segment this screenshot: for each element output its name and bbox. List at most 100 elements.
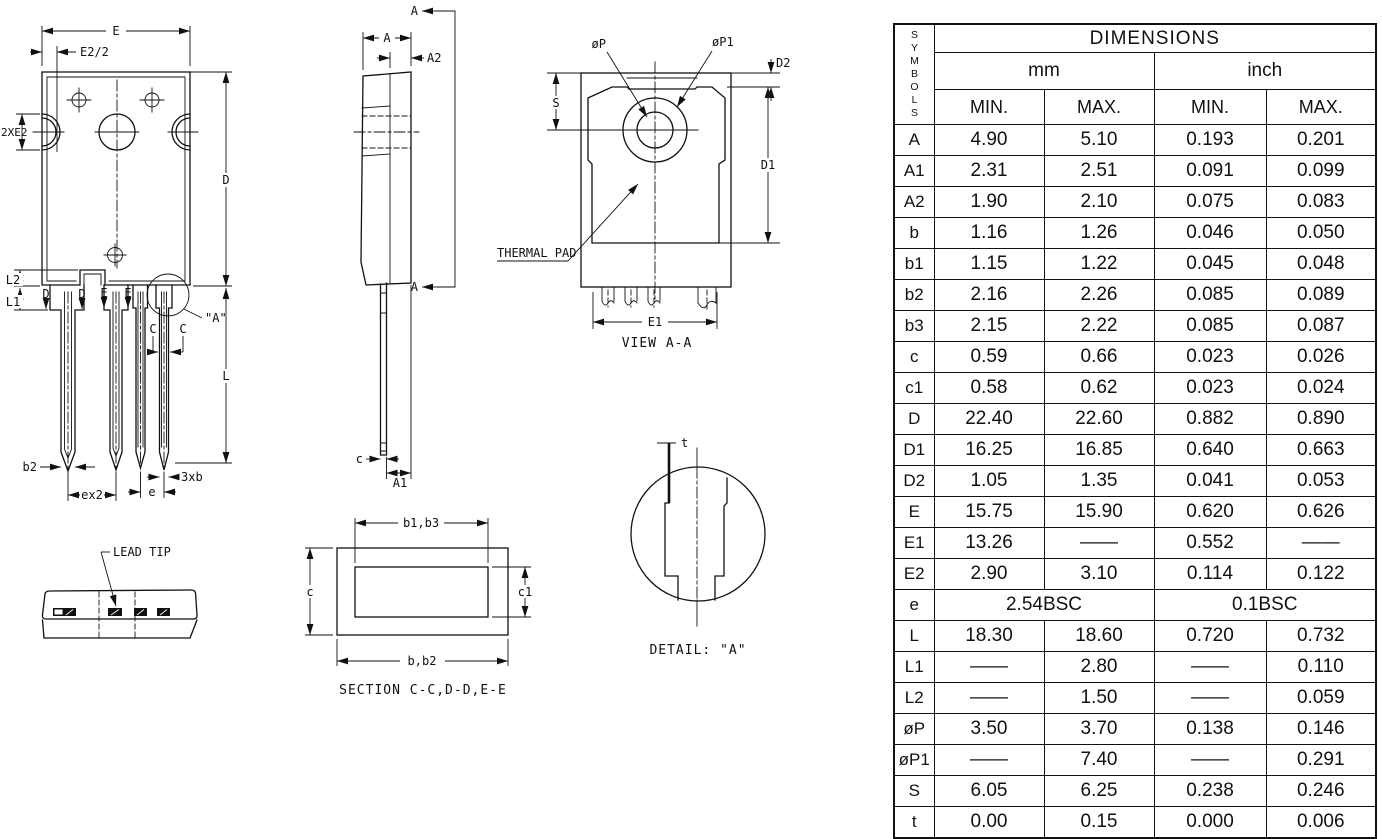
value-cell: 1.15 bbox=[933, 248, 1045, 280]
symbol-cell: D2 bbox=[893, 465, 935, 497]
view-aa-caption: VIEW A-A bbox=[622, 336, 693, 351]
value-cell: 22.60 bbox=[1043, 403, 1155, 435]
symbol-cell: b1 bbox=[893, 248, 935, 280]
col-header: MIN. bbox=[933, 89, 1045, 125]
view-a-a: E1 S D2 D1 øP øP1 THERMAL PAD VIEW A-A bbox=[497, 35, 790, 351]
value-cell: 5.10 bbox=[1043, 124, 1155, 156]
value-cell: 1.05 bbox=[933, 465, 1045, 497]
value-cell: 6.05 bbox=[933, 775, 1045, 807]
value-cell: 0.732 bbox=[1265, 620, 1377, 652]
dim-l-label: L bbox=[222, 369, 229, 383]
value-cell: 1.26 bbox=[1043, 217, 1155, 249]
value-cell: 0.66 bbox=[1043, 341, 1155, 373]
value-cell: 1.16 bbox=[933, 217, 1045, 249]
dim-d1-label: D1 bbox=[761, 158, 775, 172]
value-cell: —— bbox=[1153, 744, 1267, 776]
symbol-cell: b2 bbox=[893, 279, 935, 311]
dim-e-label: E bbox=[112, 24, 119, 38]
symbol-cell: t bbox=[893, 806, 935, 839]
value-cell: 0.026 bbox=[1265, 341, 1377, 373]
symbol-cell: øP bbox=[893, 713, 935, 745]
value-cell: 0.620 bbox=[1153, 496, 1267, 528]
table-row: øP1——7.40——0.291 bbox=[893, 744, 1377, 776]
value-cell: 1.50 bbox=[1043, 682, 1155, 714]
value-cell: 0.085 bbox=[1153, 310, 1267, 342]
dim-l2-label: L2 bbox=[6, 273, 20, 287]
dim-b2-label: b2 bbox=[23, 460, 37, 474]
value-cell: —— bbox=[1265, 527, 1377, 559]
dim-2xe2-label: 2XE2 bbox=[1, 126, 28, 139]
front-view: E E2/2 2XE2 D L L2 L1 b2 bbox=[1, 24, 235, 502]
side-view: A A A A2 c A1 bbox=[353, 4, 456, 490]
col-header: MAX. bbox=[1265, 89, 1377, 125]
dimensions-table: SYMBOLS DIMENSIONS mm inch MIN. MAX. MIN… bbox=[893, 23, 1377, 839]
value-cell: 1.35 bbox=[1043, 465, 1155, 497]
value-cell: 0.046 bbox=[1153, 217, 1267, 249]
value-cell: 0.663 bbox=[1265, 434, 1377, 466]
detail-a: t DETAIL: "A" bbox=[630, 436, 766, 658]
value-cell: —— bbox=[1153, 682, 1267, 714]
value-cell: 0.58 bbox=[933, 372, 1045, 404]
section-arrow-a-label: A bbox=[411, 280, 419, 294]
value-cell: 0.138 bbox=[1153, 713, 1267, 745]
dim-c-section-label: c bbox=[306, 585, 313, 599]
symbol-cell: b bbox=[893, 217, 935, 249]
value-cell: 0.146 bbox=[1265, 713, 1377, 745]
lead-tip-view: LEAD TIP bbox=[41, 545, 198, 639]
dim-e1-label: E1 bbox=[648, 315, 662, 329]
unit-inch-header: inch bbox=[1153, 52, 1377, 90]
dimensions-title: DIMENSIONS bbox=[933, 23, 1377, 53]
value-cell: 0.640 bbox=[1153, 434, 1267, 466]
value-cell: 2.80 bbox=[1043, 651, 1155, 683]
section-c-mark: C bbox=[149, 322, 156, 336]
value-cell: 3.70 bbox=[1043, 713, 1155, 745]
value-cell: 0.087 bbox=[1265, 310, 1377, 342]
value-cell: 0.053 bbox=[1265, 465, 1377, 497]
table-minmax-row: MIN. MAX. MIN. MAX. bbox=[894, 89, 1377, 125]
value-cell: 0.62 bbox=[1043, 372, 1155, 404]
table-header-row: SYMBOLS DIMENSIONS bbox=[893, 23, 1377, 125]
symbols-header-cell: SYMBOLS bbox=[893, 23, 935, 125]
value-cell: 1.22 bbox=[1043, 248, 1155, 280]
value-cell: 6.25 bbox=[1043, 775, 1155, 807]
value-cell: 2.54BSC bbox=[933, 589, 1155, 621]
value-cell: 3.50 bbox=[933, 713, 1045, 745]
symbol-cell: A2 bbox=[893, 186, 935, 218]
symbol-cell: L bbox=[893, 620, 935, 652]
value-cell: 0.720 bbox=[1153, 620, 1267, 652]
value-cell: 0.083 bbox=[1265, 186, 1377, 218]
table-units-row: mm inch bbox=[894, 52, 1377, 90]
value-cell: 0.023 bbox=[1153, 341, 1267, 373]
dim-a-label: A bbox=[383, 31, 391, 45]
symbol-cell: c bbox=[893, 341, 935, 373]
value-cell: 0.00 bbox=[933, 806, 1045, 839]
value-cell: 2.10 bbox=[1043, 186, 1155, 218]
value-cell: 0.085 bbox=[1153, 279, 1267, 311]
section-e-mark: E bbox=[124, 286, 131, 300]
value-cell: 7.40 bbox=[1043, 744, 1155, 776]
section-d-mark: D bbox=[78, 287, 85, 301]
col-header: MAX. bbox=[1043, 89, 1155, 125]
value-cell: 0.110 bbox=[1265, 651, 1377, 683]
symbol-cell: E bbox=[893, 496, 935, 528]
symbol-cell: c1 bbox=[893, 372, 935, 404]
value-cell: 0.882 bbox=[1153, 403, 1267, 435]
value-cell: 0.024 bbox=[1265, 372, 1377, 404]
section-d-mark: D bbox=[42, 287, 49, 301]
value-cell: —— bbox=[933, 682, 1045, 714]
section-c-mark: C bbox=[179, 322, 186, 336]
dim-a1-label: A1 bbox=[393, 476, 407, 490]
symbol-cell: D1 bbox=[893, 434, 935, 466]
symbol-cell: A1 bbox=[893, 155, 935, 187]
value-cell: 0.122 bbox=[1265, 558, 1377, 590]
